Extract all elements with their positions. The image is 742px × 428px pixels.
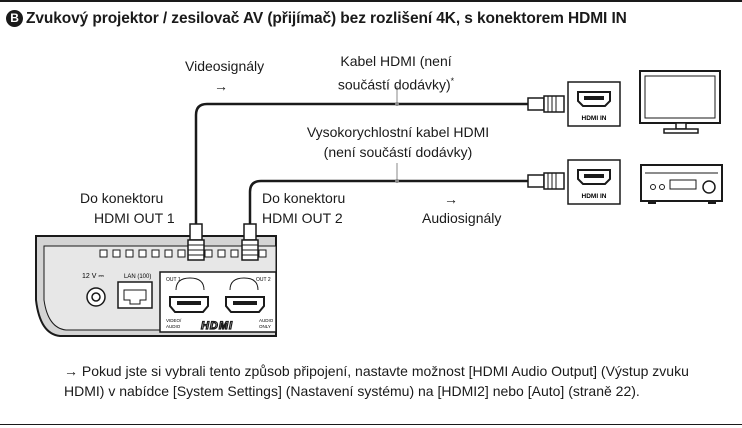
hdmi-cable-label-2: součástí dodávky) bbox=[337, 76, 451, 93]
out1-sub-1: VIDEO/ bbox=[166, 318, 182, 323]
highspeed-cable-label-1: Vysokorychlostní kabel HDMI bbox=[306, 124, 490, 140]
note-arrow: → bbox=[64, 363, 78, 379]
receiver-hdmi-in-port: HDMI IN bbox=[567, 159, 621, 205]
av-receiver-icon bbox=[640, 164, 723, 204]
highspeed-cable-label-2: (není součástí dodávky) bbox=[323, 144, 473, 160]
out1-sub-2: AUDIO bbox=[166, 324, 181, 329]
section-badge: B bbox=[6, 10, 23, 27]
hdmi-cable-footnote: * bbox=[450, 76, 455, 86]
section-title: Zvukový projektor / zesilovač AV (přijím… bbox=[26, 10, 627, 27]
bottom-rule bbox=[0, 424, 742, 425]
note-text: Pokud jste si vybrali tento způsob připo… bbox=[64, 363, 689, 399]
audio-arrow: → bbox=[444, 191, 458, 207]
hdmi-out1-port bbox=[169, 296, 209, 313]
out1-connector-label-1: Do konektoru bbox=[80, 190, 164, 206]
hdmi-cable-audio bbox=[248, 179, 528, 226]
sound-projector-rear-panel: 12 V ⎓ LAN (100) OUT 1 OUT 2 VIDEO/ AUDI… bbox=[35, 235, 277, 337]
hdmi-cable-label-1: Kabel HDMI (není bbox=[340, 53, 452, 69]
out2-connector-label-2: HDMI OUT 2 bbox=[262, 210, 343, 226]
power-label: 12 V ⎓ bbox=[82, 273, 104, 280]
receiver-port-label: HDMI IN bbox=[582, 193, 607, 200]
leader-dot-audio bbox=[395, 179, 399, 183]
hdmi-out2-port bbox=[225, 296, 265, 313]
hdmi-cable-video bbox=[194, 102, 528, 226]
setup-note: → Pokud jste si vybrali tento způsob při… bbox=[64, 361, 724, 401]
video-arrow: → bbox=[214, 78, 228, 94]
tv-hdmi-in-port: HDMI IN bbox=[567, 81, 621, 127]
out2-connector-label-1: Do konektoru bbox=[262, 190, 346, 206]
top-rule bbox=[0, 0, 742, 2]
out2-label: OUT 2 bbox=[256, 277, 271, 283]
lan-label: LAN (100) bbox=[124, 274, 151, 280]
out1-connector-label-2: HDMI OUT 1 bbox=[94, 210, 175, 226]
hdmi-plug-tv bbox=[527, 95, 565, 113]
hdmi-plug-out1 bbox=[187, 223, 205, 261]
out2-sub-1: AUDIO bbox=[259, 318, 274, 323]
audio-signals-label: Audiosignály bbox=[422, 210, 502, 226]
hdmi-logo: HDMI bbox=[201, 320, 233, 332]
video-signals-label: Videosignály bbox=[185, 58, 265, 74]
out1-label: OUT 1 bbox=[166, 277, 181, 283]
tv-port-label: HDMI IN bbox=[582, 115, 607, 122]
tv-icon bbox=[639, 70, 721, 134]
leader-dot-video bbox=[395, 102, 399, 106]
out2-sub-2: ONLY bbox=[259, 324, 271, 329]
hdmi-plug-out2 bbox=[241, 223, 259, 261]
hdmi-plug-receiver bbox=[527, 172, 565, 190]
vent-slots bbox=[99, 249, 267, 258]
hdmi-cable-label-2-wrap: součástí dodávky)* bbox=[326, 71, 466, 95]
